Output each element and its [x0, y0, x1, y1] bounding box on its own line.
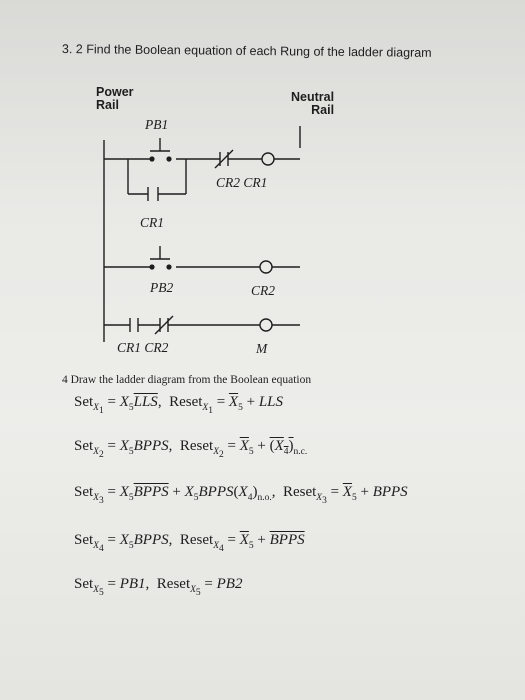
m-label: M [256, 341, 268, 356]
pb1-terminal-left [149, 156, 155, 162]
pb2-label: PB2 [150, 280, 174, 295]
power-rail-label-line2: Rail [96, 98, 119, 112]
cr2-cr1-label: CR2 CR1 [216, 175, 268, 190]
cr1-no-contact-rung3-symbol [129, 318, 139, 332]
power-rail-label-line1: Power [96, 85, 134, 99]
equation-1: SetX1 = X5LLS, ResetX1 = X5 + LLS [74, 394, 283, 416]
cr2-label: CR2 [251, 283, 276, 298]
rung-2 [104, 246, 300, 274]
equation-2: SetX2 = X5BPPS, ResetX2 = X5 + (X4)n.c. [74, 438, 308, 460]
pb2-terminal-right [166, 264, 172, 270]
equation-4: SetX4 = X5BPPS, ResetX4 = X5 + BPPS [74, 532, 305, 554]
pb2-pushbutton-symbol [150, 246, 170, 260]
cr1-no-contact-symbol [147, 187, 159, 201]
m-coil-symbol [259, 318, 273, 332]
pb1-pushbutton-symbol [150, 138, 170, 152]
equation-5: SetX5 = PB1, ResetX5 = PB2 [74, 576, 243, 598]
pb1-label: PB1 [145, 117, 169, 132]
neutral-rail-label-line1: Neutral [291, 90, 335, 104]
power-rail-label: Power Rail [96, 86, 134, 112]
equation-3: SetX3 = X5BPPS + X5BPPS(X4)n.o., ResetX3… [74, 484, 408, 506]
cr1-coil-symbol [261, 152, 275, 166]
neutral-rail-label-line2: Rail [311, 103, 335, 117]
rung-3 [104, 315, 300, 335]
pb2-terminal-left [149, 264, 155, 270]
cr2-coil-symbol [259, 260, 273, 274]
cr1-label: CR1 [140, 215, 165, 230]
question-4-heading: 4 Draw the ladder diagram from the Boole… [62, 374, 312, 386]
neutral-rail-label: Neutral Rail [291, 91, 334, 117]
rung-1 [104, 138, 300, 201]
cr1-cr2-label: CR1 CR2 [117, 340, 169, 355]
pb1-terminal-right [166, 156, 172, 162]
